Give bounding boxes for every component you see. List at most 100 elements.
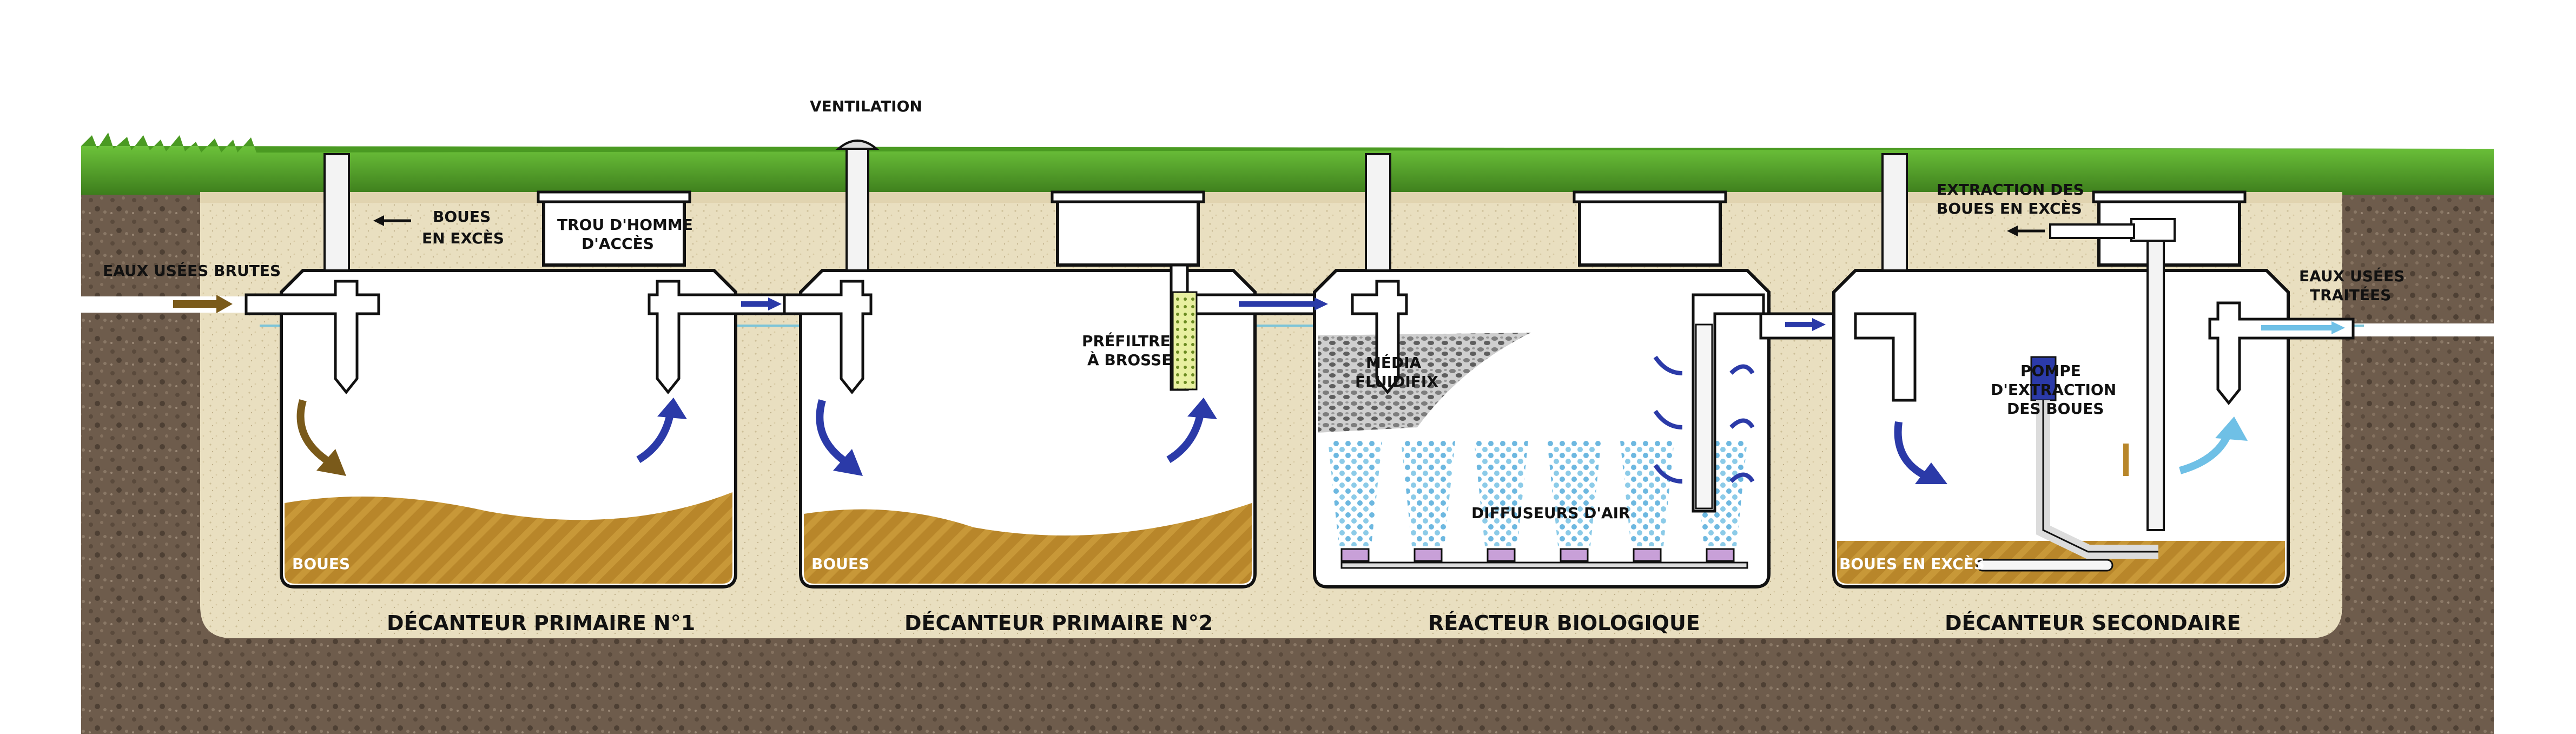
bubble-column-1: [1328, 441, 1382, 546]
inlet-arrowhead: [216, 295, 233, 313]
diffuser-4: [1560, 548, 1589, 562]
tank-bioreactor: [1313, 153, 1771, 588]
tank-1-flow-arrowhead-up: [657, 398, 687, 419]
tank-3-inlet-tee: [1351, 280, 1408, 395]
label-eaux-traitees-1: EAUX USÉES: [2299, 267, 2405, 285]
label-pompe-2: D'EXTRACTION: [1991, 381, 2116, 399]
diffuser-rail: [1340, 561, 1748, 569]
bubble-column-4: [1547, 441, 1601, 546]
tank-1-name: DÉCANTEUR PRIMAIRE N°1: [387, 611, 695, 635]
reactor-flow-arrow-6: [1729, 472, 1755, 483]
label-media-1: MÉDIA: [1366, 353, 1422, 372]
pump-body: [2030, 356, 2057, 401]
pump-column: [2146, 226, 2165, 531]
diffuser-6: [1706, 548, 1735, 562]
label-prefiltre-2: À BROSSE: [1087, 351, 1172, 369]
air-diffusers: [1340, 548, 1748, 569]
extraction-arrowhead: [2007, 226, 2018, 236]
diffuser-1: [1340, 548, 1370, 562]
tank-4-flow-arrowhead-up: [2215, 416, 2248, 441]
diffuser-3: [1487, 548, 1516, 562]
tank-1-sludge-label: BOUES: [292, 555, 350, 573]
tank-3-recirc-pipe: [1695, 323, 1713, 510]
label-extraction-2: BOUES EN EXCÈS: [1937, 199, 2082, 217]
extraction-pipe: [2049, 223, 2135, 239]
label-eaux-traitees-2: TRAITÉES: [2310, 286, 2391, 304]
tank-4-name: DÉCANTEUR SECONDAIRE: [1945, 611, 2241, 635]
label-pompe-3: DES BOUES: [2007, 400, 2104, 418]
tank-2-name: DÉCANTEUR PRIMAIRE N°2: [904, 611, 1213, 635]
label-diffuseurs: DIFFUSEURS D'AIR: [1471, 504, 1630, 522]
label-eaux-usees-brutes: EAUX USÉES BRUTES: [103, 261, 281, 280]
outlet-arrowhead: [2331, 321, 2345, 334]
label-trou-homme-2: D'ACCÈS: [582, 234, 654, 253]
bubble-column-2: [1401, 441, 1455, 546]
label-boues-en-exces-1: BOUES: [433, 208, 491, 226]
tank-2-sludge-label: BOUES: [811, 555, 869, 573]
transfer-arrowhead-2: [1315, 297, 1328, 310]
tank-4-flow-arrow-down: [1894, 421, 1928, 480]
air-bubble-columns: [1328, 441, 1747, 546]
boues-exces-arrowhead: [373, 215, 384, 226]
tank-2-flow-arrow-down: [816, 399, 849, 466]
transfer-arrowhead-3: [1812, 318, 1826, 331]
tank-1-flow-arrow-down: [296, 399, 332, 466]
tank-4-body: [1832, 269, 2290, 588]
tank-4-sludge-label: BOUES EN EXCÈS: [1839, 554, 1985, 573]
reactor-flow-arrow-3: [1653, 464, 1683, 484]
label-ventilation: VENTILATION: [810, 97, 922, 115]
transfer-arrowhead-1: [768, 297, 782, 310]
pipe-flow-arrows: [173, 215, 2345, 334]
labels: VENTILATION BOUES EN EXCÈS TROU D'HOMME …: [103, 97, 2405, 635]
tank-2-manhole-rim: [1051, 190, 1205, 203]
sludge-suction-bar: [1976, 559, 2113, 572]
tank-2-flow-arrowhead-up: [1187, 398, 1217, 419]
pump-head: [2130, 218, 2176, 242]
label-trou-homme-1: TROU D'HOMME: [557, 216, 693, 234]
tank-2-flow-arrowhead-down: [833, 449, 863, 476]
label-prefiltre-1: PRÉFILTRE: [1082, 332, 1171, 350]
ventilation-pipe: [846, 145, 869, 272]
tank-1-outlet-tee: [648, 280, 786, 395]
tank-4-flow-arrowhead-down: [1915, 462, 1947, 484]
tank-2-flow-arrow-up: [1166, 410, 1205, 464]
reactor-flow-arrow-2: [1653, 409, 1683, 429]
reactor-flow-arrow-1: [1653, 355, 1683, 375]
tank-4-inlet-pipe: [1854, 312, 1917, 402]
tank-primary-1: BOUES: [245, 153, 786, 588]
outlet-pipe-ground: [2342, 323, 2494, 336]
tank-3-manhole-rim: [1573, 190, 1727, 203]
label-boues-en-exces-2: EN EXCÈS: [422, 229, 504, 247]
tank-1-flow-arrow-up: [636, 410, 675, 464]
tank-1-manhole: [542, 193, 686, 267]
reactor-flow-arrow-4: [1729, 364, 1755, 375]
tank-1-inlet-tee: [245, 280, 380, 395]
bubble-column-3: [1474, 441, 1528, 546]
tank-2-inlet-tee: [783, 280, 873, 395]
tank-1-riser: [323, 153, 350, 272]
label-media-2: FLUIDIFIX: [1355, 373, 1438, 391]
grass-blades: [81, 133, 2494, 153]
sand-band-under-grass: [200, 192, 2342, 203]
media-fluidifix: [1318, 333, 1531, 433]
water-line: [260, 325, 2364, 327]
tank-1-manhole-rim: [537, 190, 691, 203]
tank-3-riser: [1365, 153, 1391, 272]
tank-secondary: BOUES EN EXCÈS: [1832, 153, 2355, 588]
label-pompe-1: POMPE: [2020, 362, 2081, 380]
tank-3-name: RÉACTEUR BIOLOGIQUE: [1428, 611, 1700, 635]
tank-2-body: [799, 269, 1257, 588]
pump-line-outline: [2042, 400, 2158, 553]
diffuser-5: [1633, 548, 1662, 562]
tank-4-riser: [1881, 153, 1908, 272]
label-extraction-1: EXTRACTION DES: [1937, 181, 2084, 199]
tank-1-flow-arrowhead-down: [316, 449, 346, 476]
tank-3-manhole: [1578, 193, 1722, 267]
tank-1-sludge: [285, 492, 732, 584]
bubble-column-5: [1620, 441, 1674, 546]
diffuser-2: [1414, 548, 1443, 562]
tank-2-manhole: [1056, 193, 1200, 267]
ventilation-cap: [835, 140, 880, 150]
grass-strip: [81, 146, 2494, 195]
